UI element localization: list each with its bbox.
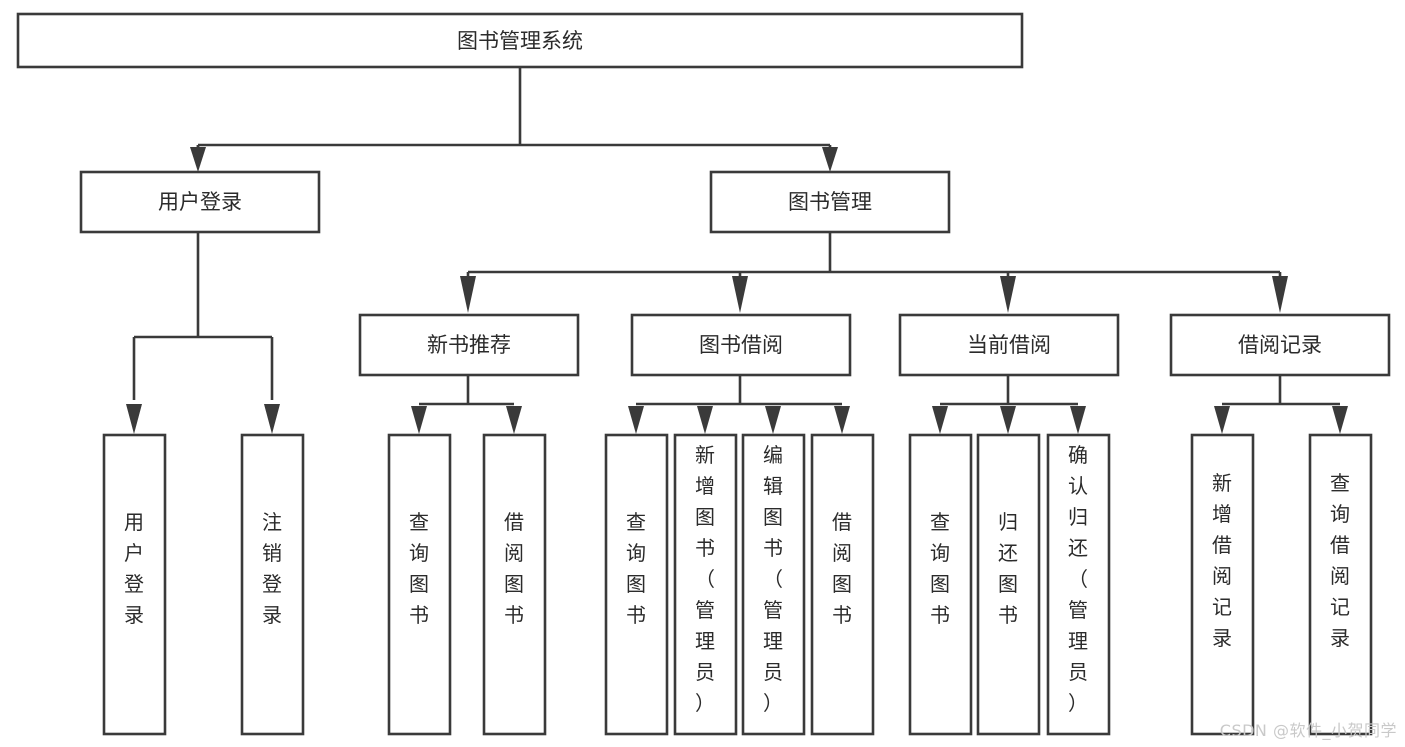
node-leaf-borrow-book-2[interactable]: 借阅图书: [810, 433, 875, 736]
node-user-login-label: 用户登录: [158, 190, 242, 214]
arrow-user-login: [190, 147, 206, 172]
arrow-leaf-add-book-admin: [697, 406, 713, 434]
node-leaf-confirm-return-admin-label: 确认归还（管理员）: [1068, 443, 1088, 715]
node-new-book-recommend[interactable]: 新书推荐: [358, 313, 580, 377]
node-root[interactable]: 图书管理系统: [16, 12, 1024, 69]
arrow-leaf-query-book-2: [628, 406, 644, 434]
node-leaf-user-logout-label: 注销登录: [262, 510, 282, 627]
arrow-leaf-borrow-book-1: [506, 406, 522, 434]
node-leaf-edit-book-admin-label: 编辑图书（管理员）: [763, 443, 783, 715]
arrow-borrow-record: [1272, 276, 1288, 313]
node-current-borrow[interactable]: 当前借阅: [898, 313, 1120, 377]
node-new-book-recommend-label: 新书推荐: [427, 333, 511, 357]
node-leaf-query-book-2-label: 查询图书: [626, 510, 646, 627]
node-leaf-borrow-book-1-label: 借阅图书: [504, 510, 524, 627]
node-leaf-user-login-label: 用户登录: [124, 510, 144, 627]
arrow-new-book-recommend: [460, 276, 476, 313]
arrow-leaf-borrow-book-2: [834, 406, 850, 434]
node-book-manage[interactable]: 图书管理: [709, 170, 951, 234]
node-leaf-return-book[interactable]: 归还图书: [976, 433, 1041, 736]
node-root-label: 图书管理系统: [457, 29, 583, 53]
node-leaf-add-book-admin[interactable]: 新增图书（管理员）: [673, 433, 738, 736]
node-leaf-borrow-book-1[interactable]: 借阅图书: [482, 433, 547, 736]
node-leaf-query-book-3-label: 查询图书: [930, 510, 950, 627]
arrow-leaf-query-borrow-record: [1332, 406, 1348, 434]
node-leaf-query-book-2[interactable]: 查询图书: [604, 433, 669, 736]
node-leaf-user-login[interactable]: 用户登录: [102, 433, 167, 736]
node-leaf-query-book-1-label: 查询图书: [409, 510, 429, 627]
node-leaf-user-logout[interactable]: 注销登录: [240, 433, 305, 736]
arrow-leaf-user-login: [126, 404, 142, 434]
arrow-leaf-user-logout: [264, 404, 280, 434]
arrow-book-borrow: [732, 276, 748, 313]
node-leaf-query-borrow-record-label: 查询借阅记录: [1330, 471, 1350, 650]
node-leaf-return-book-label: 归还图书: [998, 510, 1018, 627]
node-leaf-confirm-return-admin[interactable]: 确认归还（管理员）: [1046, 433, 1111, 736]
node-borrow-record-label: 借阅记录: [1238, 333, 1322, 357]
arrow-leaf-add-borrow-record: [1214, 406, 1230, 434]
node-leaf-add-borrow-record-label: 新增借阅记录: [1212, 471, 1232, 650]
connectors: [126, 67, 1348, 434]
node-leaf-edit-book-admin[interactable]: 编辑图书（管理员）: [741, 433, 806, 736]
node-leaf-borrow-book-2-label: 借阅图书: [832, 510, 852, 627]
arrow-leaf-edit-book-admin: [765, 406, 781, 434]
node-leaf-query-book-1[interactable]: 查询图书: [387, 433, 452, 736]
arrow-leaf-query-book-3: [932, 406, 948, 434]
node-current-borrow-label: 当前借阅: [967, 333, 1051, 357]
arrow-current-borrow: [1000, 276, 1016, 313]
arrow-leaf-query-book-1: [411, 406, 427, 434]
arrow-leaf-confirm-return-admin: [1070, 406, 1086, 434]
arrow-leaf-return-book: [1000, 406, 1016, 434]
arrow-book-manage: [822, 147, 838, 172]
node-leaf-add-book-admin-label: 新增图书（管理员）: [695, 443, 715, 715]
node-leaf-query-borrow-record[interactable]: 查询借阅记录: [1308, 433, 1373, 736]
node-leaf-add-borrow-record[interactable]: 新增借阅记录: [1190, 433, 1255, 736]
node-user-login[interactable]: 用户登录: [79, 170, 321, 234]
node-book-manage-label: 图书管理: [788, 190, 872, 214]
node-leaf-query-book-3[interactable]: 查询图书: [908, 433, 973, 736]
node-borrow-record[interactable]: 借阅记录: [1169, 313, 1391, 377]
node-book-borrow-label: 图书借阅: [699, 333, 783, 357]
node-book-borrow[interactable]: 图书借阅: [630, 313, 852, 377]
